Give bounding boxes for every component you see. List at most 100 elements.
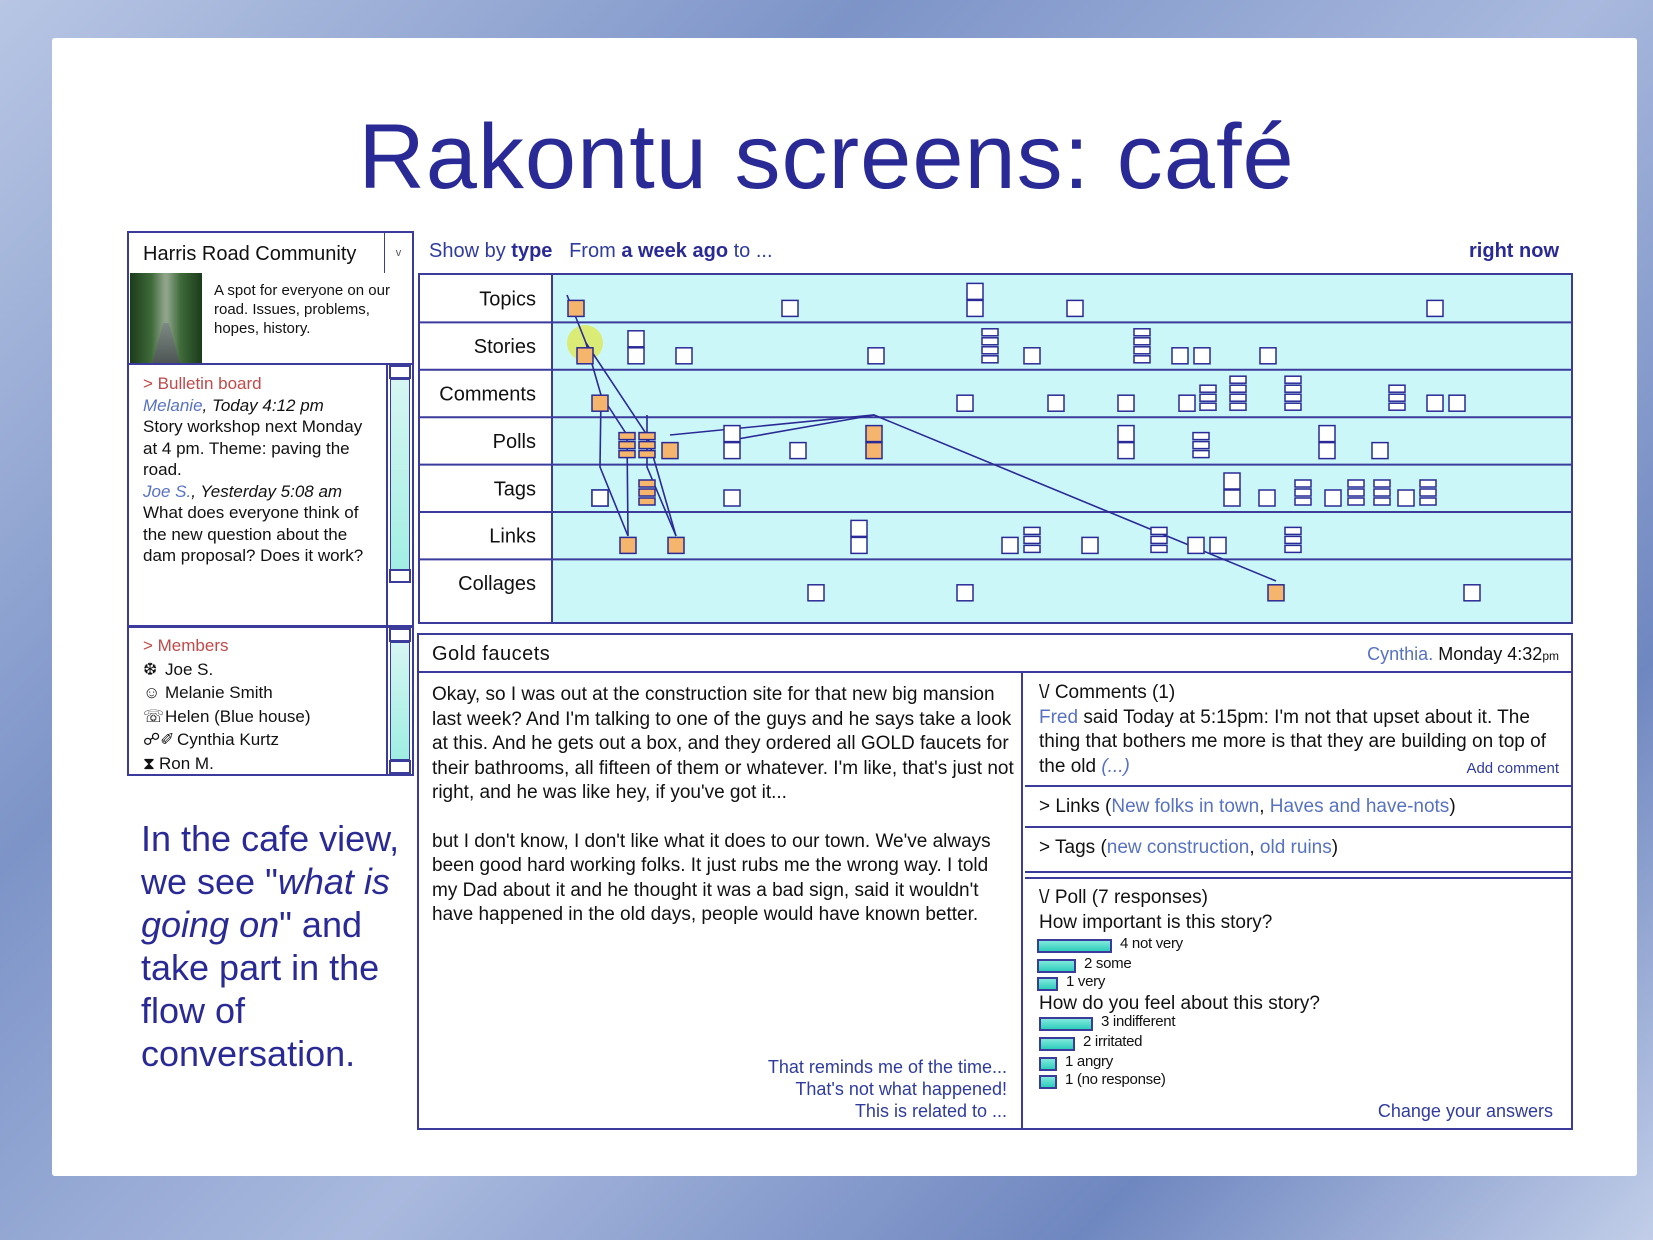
timeline-item[interactable]	[850, 519, 868, 538]
timeline-item[interactable]	[1133, 346, 1151, 355]
timeline-item[interactable]	[1419, 488, 1437, 497]
timeline-item[interactable]	[1199, 393, 1217, 402]
timeline-item[interactable]	[1150, 535, 1168, 545]
comment-more-link[interactable]: (...)	[1101, 755, 1130, 777]
timeline-item[interactable]	[638, 449, 656, 459]
member-item[interactable]: ⧗Ron M.	[143, 752, 383, 776]
timeline-item[interactable]	[1023, 535, 1041, 545]
timeline-item[interactable]	[956, 584, 974, 602]
timeline-item[interactable]	[591, 394, 609, 412]
timeline-item[interactable]	[1267, 584, 1285, 602]
timeline-item[interactable]	[1081, 536, 1099, 555]
member-item[interactable]: ☺Melanie Smith	[143, 681, 383, 705]
timeline-item[interactable]	[1388, 384, 1406, 393]
timeline-item[interactable]	[627, 330, 645, 348]
timeline-item[interactable]	[618, 431, 636, 441]
timeline-svg[interactable]: TopicsStoriesCommentsPollsTagsLinksColla…	[420, 275, 1571, 622]
timeline-item[interactable]	[618, 440, 636, 450]
reminds-me-link[interactable]: That reminds me of the time...	[767, 1057, 1007, 1077]
timeline-item[interactable]	[1223, 489, 1241, 507]
timeline-item[interactable]	[1294, 488, 1312, 497]
timeline-item[interactable]	[865, 441, 883, 460]
timeline-item[interactable]	[1419, 497, 1437, 506]
right-now-selector[interactable]: right now	[1469, 240, 1559, 262]
timeline-item[interactable]	[1373, 479, 1391, 488]
related-to-link[interactable]: This is related to ...	[854, 1101, 1007, 1121]
timeline-item[interactable]	[723, 489, 741, 507]
timeline-item[interactable]	[1284, 526, 1302, 536]
timeline-item[interactable]	[850, 536, 868, 555]
timeline-item[interactable]	[1463, 584, 1481, 602]
timeline-item[interactable]	[1023, 347, 1041, 365]
timeline-item[interactable]	[1133, 337, 1151, 346]
link-item[interactable]: New folks in town	[1111, 796, 1260, 817]
members-scrollbar[interactable]	[386, 628, 412, 774]
timeline-item[interactable]	[867, 347, 885, 365]
timeline-item[interactable]	[567, 299, 585, 318]
timeline-item[interactable]	[1117, 424, 1135, 443]
timeline-item[interactable]	[1192, 440, 1210, 450]
comment-author[interactable]: Fred	[1039, 706, 1079, 728]
timeline-item[interactable]	[1284, 535, 1302, 545]
timeline-item[interactable]	[1023, 544, 1041, 554]
poll-heading[interactable]: \/ Poll (7 responses)	[1039, 887, 1208, 908]
members-heading[interactable]: > Members	[143, 636, 229, 655]
timeline-item[interactable]	[619, 536, 637, 555]
timeline-item[interactable]	[789, 441, 807, 460]
timeline-item[interactable]	[1193, 347, 1211, 365]
timeline-item[interactable]	[661, 441, 679, 460]
timeline-item[interactable]	[675, 347, 693, 365]
timeline-item[interactable]	[1294, 497, 1312, 506]
timeline-item[interactable]	[576, 347, 594, 365]
timeline-item[interactable]	[1229, 375, 1247, 384]
comments-heading[interactable]: \/ Comments (1)	[1039, 682, 1176, 703]
timeline-item[interactable]	[865, 424, 883, 443]
timeline-item[interactable]	[1318, 424, 1336, 443]
timeline-item[interactable]	[1284, 375, 1302, 384]
post-author[interactable]: Melanie	[143, 395, 203, 415]
timeline-item[interactable]	[1229, 384, 1247, 393]
community-selector[interactable]: Harris Road Community v	[127, 231, 414, 275]
timeline-item[interactable]	[1117, 394, 1135, 412]
timeline-item[interactable]	[1223, 472, 1241, 490]
timeline-item[interactable]	[807, 584, 825, 602]
timeline-item[interactable]	[1448, 394, 1466, 412]
timeline-item[interactable]	[981, 355, 999, 364]
timeline-item[interactable]	[1199, 402, 1217, 411]
timeline-item[interactable]	[1001, 536, 1019, 555]
timeline-item[interactable]	[1178, 394, 1196, 412]
timeline-item[interactable]	[638, 440, 656, 450]
bulletin-scrollbar[interactable]	[386, 365, 412, 625]
timeline-item[interactable]	[591, 489, 609, 507]
post-author[interactable]: Joe S.	[143, 481, 192, 501]
timeline-item[interactable]	[638, 488, 656, 497]
member-item[interactable]: ☏Helen (Blue house)	[143, 705, 383, 729]
timeline-item[interactable]	[638, 497, 656, 506]
timeline-item[interactable]	[627, 347, 645, 365]
tag-item[interactable]: old ruins	[1259, 837, 1332, 858]
timeline-item[interactable]	[781, 299, 799, 318]
add-comment-link[interactable]: Add comment	[1466, 759, 1559, 777]
timeline-item[interactable]	[1229, 402, 1247, 411]
timeline-item[interactable]	[1318, 441, 1336, 460]
bulletin-heading[interactable]: > Bulletin board	[143, 374, 262, 393]
links-heading[interactable]: > Links (	[1039, 796, 1112, 817]
timeline-item[interactable]	[1133, 328, 1151, 337]
member-item[interactable]: ❆Joe S.	[143, 658, 383, 682]
link-item[interactable]: Haves and have-nots	[1269, 796, 1450, 817]
timeline-item[interactable]	[1258, 489, 1276, 507]
tags-heading[interactable]: > Tags (	[1039, 837, 1107, 858]
timeline-item[interactable]	[1397, 489, 1415, 507]
timeline-item[interactable]	[1371, 441, 1389, 460]
timeline-item[interactable]	[1284, 402, 1302, 411]
timeline-item[interactable]	[1324, 489, 1342, 507]
timeline-item[interactable]	[1388, 393, 1406, 402]
timeline-item[interactable]	[1388, 402, 1406, 411]
timeline-item[interactable]	[966, 299, 984, 318]
timeline-item[interactable]	[981, 337, 999, 346]
timeline-item[interactable]	[1284, 544, 1302, 554]
tag-item[interactable]: new construction	[1106, 837, 1250, 858]
show-by-selector[interactable]: type	[511, 240, 553, 262]
timeline-item[interactable]	[1192, 431, 1210, 441]
